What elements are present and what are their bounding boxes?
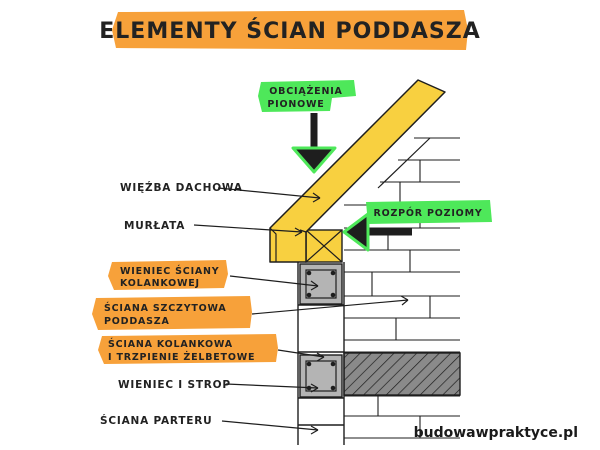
horizontal-thrust-arrow-head xyxy=(342,212,370,252)
knee-wall-columns-label-line2: I TRZPIENIE ŻELBETOWE xyxy=(108,352,255,363)
rafter xyxy=(269,79,446,263)
knee-wall-columns-label-line1: ŚCIANA KOLANKOWA xyxy=(108,338,233,350)
ground-floor-wall-label: ŚCIANA PARTERU xyxy=(100,414,213,427)
ring-beam-floor-label: WIENIEC I STROP xyxy=(118,379,231,391)
roof-truss-label: WIĘŹBA DACHOWA xyxy=(120,181,243,194)
wall-plate-label: MURŁATA xyxy=(124,220,185,232)
leader-lines xyxy=(193,187,409,435)
roof-underside xyxy=(377,137,431,189)
gable-wall-highlight xyxy=(92,296,252,330)
knee-wall-rebars xyxy=(306,270,336,298)
floor-slab-hatch xyxy=(343,352,461,396)
knee-wall-ring-beam-stirrup xyxy=(305,269,337,299)
knee-wall-ring-beam-label-line1: WIENIEC ŚCIANY xyxy=(120,265,220,277)
gable-wall-label-line1: ŚCIANA SZCZYTOWA xyxy=(104,302,227,314)
knee-wall-ring-beam-label-line2: KOLANKOWEJ xyxy=(120,278,200,289)
gable-wall-label-line2: PODDASZA xyxy=(104,316,170,327)
horizontal-thrust-label: ROZPÓR POZIOMY xyxy=(373,207,482,219)
vertical-load-label-line2: PIONOWE xyxy=(267,99,324,110)
floor-ring-beam-stirrup xyxy=(305,360,337,392)
title-highlight xyxy=(112,10,468,50)
vertical-load-arrow-head xyxy=(291,146,337,174)
wall-plate-cross xyxy=(305,229,343,263)
page-title: ELEMENTY ŚCIAN PODDASZA xyxy=(99,18,480,44)
vertical-load-highlight xyxy=(258,80,356,112)
horizontal-thrust-highlight xyxy=(366,200,492,224)
masonry-blocks xyxy=(344,137,460,439)
floor-ring-beam xyxy=(299,354,343,398)
vertical-load-label-line1: OBCIĄŻENIA xyxy=(269,86,342,97)
knee-wall-ring-beam-highlight xyxy=(108,260,228,290)
knee-wall-columns-highlight xyxy=(98,334,278,364)
brand-watermark: budowawpraktyce.pl xyxy=(414,425,578,441)
